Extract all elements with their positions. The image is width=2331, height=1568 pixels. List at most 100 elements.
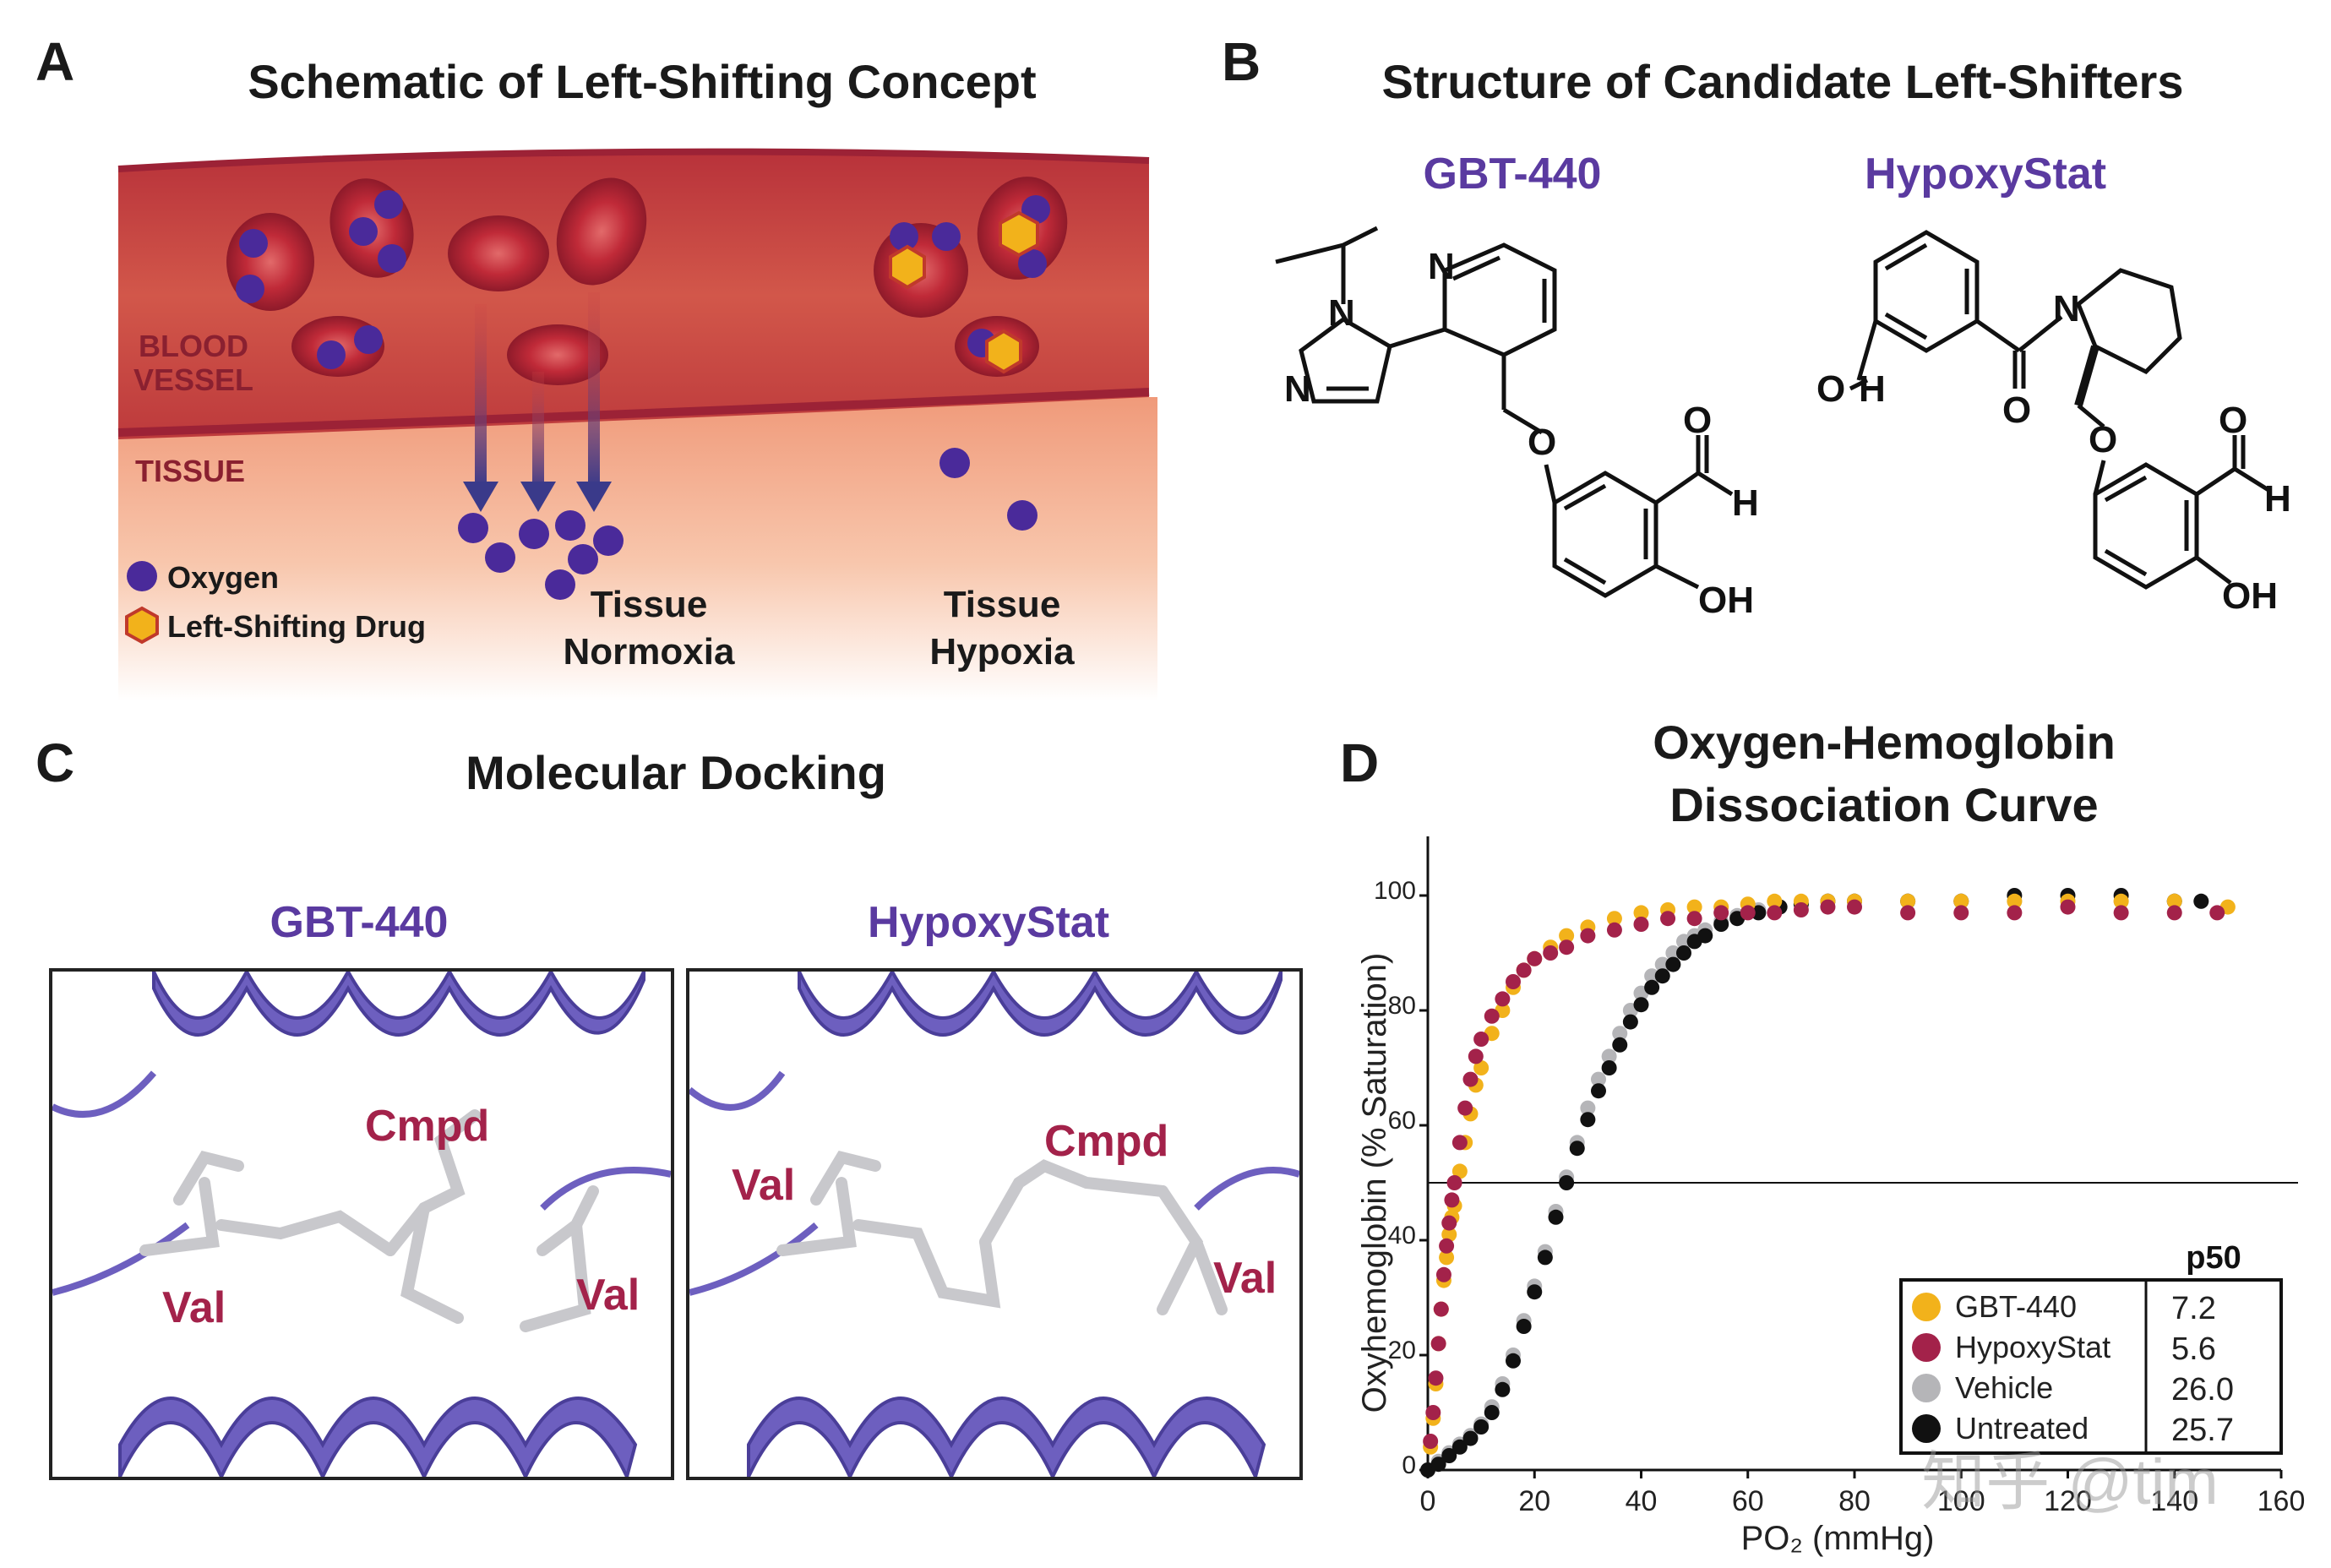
data-point-untreated bbox=[1612, 1037, 1628, 1053]
y-axis-label: Oxyhemoglobin (% Saturation) bbox=[1360, 953, 1393, 1413]
data-point-hypoxystat bbox=[1847, 899, 1862, 915]
y-tick-label: 100 bbox=[1374, 877, 1416, 905]
svg-text:N: N bbox=[1328, 292, 1355, 334]
svg-text:OH: OH bbox=[1698, 580, 1754, 621]
data-point-untreated bbox=[1751, 905, 1767, 921]
panel-a-title: Schematic of Left-Shifting Concept bbox=[248, 55, 1037, 108]
data-point-hypoxystat bbox=[1713, 905, 1729, 921]
data-point-hypoxystat bbox=[1793, 902, 1809, 917]
data-point-hypoxystat bbox=[1580, 928, 1596, 944]
left-shifting-schematic: BLOOD VESSEL TISSUE bbox=[117, 148, 1157, 701]
y-tick-label: 20 bbox=[1388, 1337, 1416, 1364]
data-point-hypoxystat bbox=[1606, 922, 1622, 938]
data-point-untreated bbox=[1676, 945, 1691, 961]
data-point-hypoxystat bbox=[1435, 1266, 1451, 1282]
x-tick-label: 80 bbox=[1838, 1485, 1871, 1517]
normoxia-label: Tissue bbox=[591, 584, 708, 625]
svg-text:O: O bbox=[1816, 368, 1845, 410]
legend-swatch-gbt-440 bbox=[1912, 1293, 1941, 1321]
legend-p50-untreated: 25.7 bbox=[2171, 1413, 2234, 1448]
legend-swatch-untreated bbox=[1912, 1414, 1941, 1443]
data-point-vehicle bbox=[1612, 1026, 1628, 1042]
rbc-oxygenated-group bbox=[226, 178, 414, 377]
data-point-hypoxystat bbox=[2166, 905, 2182, 921]
compound-gbt440-label: GBT-440 bbox=[1423, 150, 1602, 199]
data-point-hypoxystat bbox=[2007, 905, 2023, 921]
data-point-hypoxystat bbox=[1462, 1071, 1479, 1087]
data-point-hypoxystat bbox=[1446, 1175, 1462, 1190]
data-point-untreated bbox=[1516, 1319, 1532, 1334]
data-point-hypoxystat bbox=[1686, 911, 1702, 927]
x-tick-label: 100 bbox=[1937, 1485, 1985, 1517]
data-point-vehicle bbox=[1665, 945, 1681, 961]
data-point-hypoxystat bbox=[1559, 939, 1575, 956]
data-point-untreated bbox=[1665, 956, 1681, 972]
svg-text:N: N bbox=[2053, 288, 2080, 329]
data-point-hypoxystat bbox=[1439, 1238, 1455, 1254]
panel-d-letter: D bbox=[1340, 732, 1380, 793]
legend-swatch-vehicle bbox=[1912, 1374, 1941, 1402]
x-tick-label: 20 bbox=[1518, 1485, 1550, 1517]
x-tick-label: 40 bbox=[1626, 1485, 1658, 1517]
data-point-vehicle bbox=[1591, 1071, 1606, 1087]
data-point-hypoxystat bbox=[1516, 962, 1532, 978]
x-tick-label: 60 bbox=[1732, 1485, 1764, 1517]
data-point-hypoxystat bbox=[1543, 945, 1559, 961]
data-point-hypoxystat bbox=[2113, 905, 2129, 921]
docking-hypoxystat-label: HypoxyStat bbox=[867, 898, 1110, 947]
data-point-hypoxystat bbox=[1468, 1048, 1484, 1064]
x-axis-label: PO₂ (mmHg) bbox=[1741, 1520, 1935, 1557]
svg-text:VESSEL: VESSEL bbox=[133, 362, 253, 397]
svg-text:H: H bbox=[1732, 482, 1759, 524]
svg-text:O: O bbox=[2089, 419, 2117, 460]
svg-text:Cmpd: Cmpd bbox=[365, 1102, 489, 1151]
oxygen-legend-icon bbox=[127, 561, 157, 591]
svg-text:Val: Val bbox=[1213, 1254, 1277, 1303]
data-point-hypoxystat bbox=[1740, 905, 1756, 921]
data-point-untreated bbox=[1441, 1448, 1457, 1463]
svg-text:Normoxia: Normoxia bbox=[564, 631, 735, 672]
data-point-hypoxystat bbox=[1444, 1192, 1460, 1208]
data-point-gbt-440 bbox=[1633, 905, 1649, 921]
data-point-vehicle bbox=[1580, 1100, 1596, 1116]
data-point-untreated bbox=[1462, 1430, 1479, 1446]
svg-text:O: O bbox=[1683, 400, 1712, 441]
data-point-hypoxystat bbox=[1506, 974, 1521, 989]
data-point-untreated bbox=[1473, 1419, 1490, 1435]
data-point-gbt-440 bbox=[1953, 893, 1969, 909]
data-point-vehicle bbox=[1654, 956, 1670, 972]
data-point-vehicle bbox=[1601, 1048, 1617, 1064]
data-point-gbt-440 bbox=[1559, 928, 1575, 944]
legend-swatch-hypoxystat bbox=[1912, 1333, 1941, 1362]
data-point-hypoxystat bbox=[1451, 1135, 1468, 1151]
data-point-gbt-440 bbox=[1900, 893, 1916, 909]
data-point-hypoxystat bbox=[1428, 1370, 1444, 1386]
compound-hypoxystat-label: HypoxyStat bbox=[1864, 150, 2107, 199]
data-point-hypoxystat bbox=[1441, 1215, 1457, 1231]
chemical-structures: N N N O O H OH O H O N O O H OH bbox=[1275, 226, 2291, 621]
docking-gbt440-label: GBT-440 bbox=[270, 898, 449, 947]
data-point-vehicle bbox=[1644, 968, 1660, 984]
legend-table bbox=[1899, 1278, 2283, 1455]
svg-text:H: H bbox=[2264, 478, 2291, 520]
y-tick-label: 40 bbox=[1388, 1222, 1416, 1250]
panel-b-title: Structure of Candidate Left-Shifters bbox=[1381, 55, 2184, 108]
svg-text:O: O bbox=[1528, 422, 1556, 463]
x-tick-label: 160 bbox=[2257, 1485, 2306, 1517]
data-point-gbt-440 bbox=[1441, 1227, 1457, 1243]
legend-p50-gbt-440: 7.2 bbox=[2171, 1291, 2216, 1326]
panel-c-letter: C bbox=[35, 732, 75, 793]
data-point-untreated bbox=[1506, 1353, 1521, 1369]
legend-p50-hypoxystat: 5.6 bbox=[2171, 1331, 2216, 1367]
data-point-gbt-440 bbox=[1767, 893, 1783, 909]
panel-d-title-line1: Oxygen-Hemoglobin bbox=[1653, 716, 2116, 769]
tissue-region bbox=[118, 397, 1157, 701]
svg-text:O: O bbox=[2002, 389, 2031, 431]
svg-text:H: H bbox=[1859, 368, 1886, 410]
svg-text:Cmpd: Cmpd bbox=[1044, 1117, 1168, 1166]
data-point-gbt-440 bbox=[1686, 899, 1702, 915]
data-point-hypoxystat bbox=[1457, 1100, 1473, 1116]
y-tick-label: 60 bbox=[1388, 1107, 1416, 1135]
y-tick-label: 0 bbox=[1402, 1451, 1416, 1479]
